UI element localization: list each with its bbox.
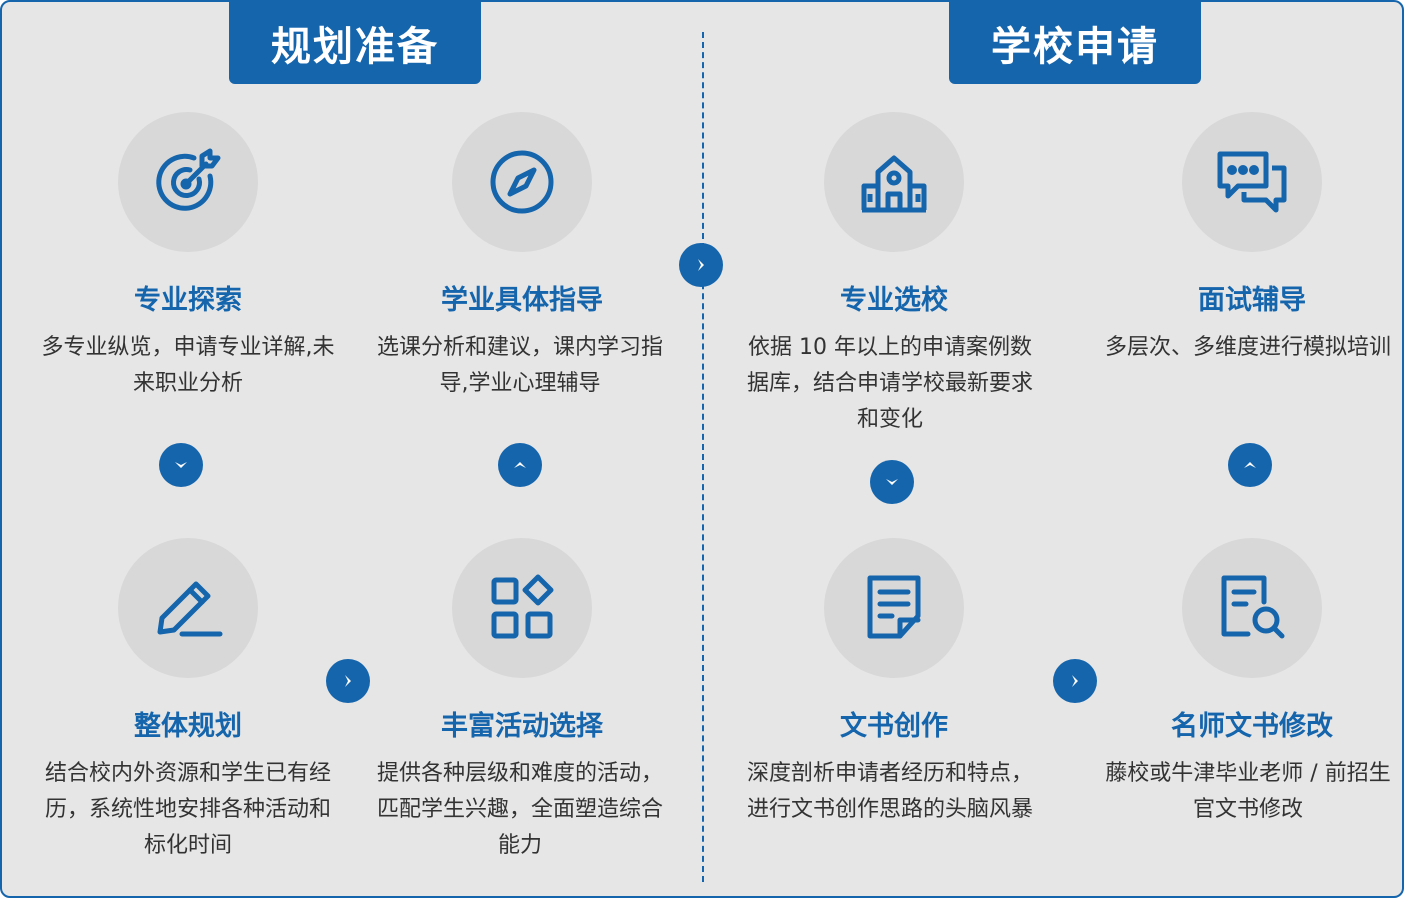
- arrow-right-icon: [1053, 659, 1097, 703]
- arrow-down-icon: [159, 443, 203, 487]
- document-icon: [867, 575, 921, 639]
- arrow-down-icon: [870, 460, 914, 504]
- section-tab-application: 学校申请: [949, 2, 1201, 84]
- step-3-desc: 结合校内外资源和学生已有经历，系统性地安排各种活动和标化时间: [44, 761, 331, 858]
- step-2-title: 学业具体指导: [441, 285, 603, 316]
- step-1-icon-circle: [118, 112, 258, 252]
- step-6-title: 面试辅导: [1198, 285, 1306, 316]
- section-tab-planning: 规划准备: [229, 2, 481, 84]
- step-1-desc: 多专业纵览，申请专业详解,未来职业分析: [41, 335, 335, 396]
- compass-icon: [490, 150, 554, 214]
- step-8-title: 名师文书修改: [1171, 711, 1333, 742]
- step-6-icon-circle: [1182, 112, 1322, 252]
- step-1-title: 专业探索: [134, 285, 242, 316]
- step-7-title: 文书创作: [840, 711, 948, 742]
- arrow-right-icon: [326, 659, 370, 703]
- step-8-icon-circle: [1182, 538, 1322, 678]
- section-divider: [702, 32, 704, 882]
- step-4-icon-circle: [452, 538, 592, 678]
- step-2-desc: 选课分析和建议，课内学习指导,学业心理辅导: [376, 335, 663, 396]
- step-4-desc: 提供各种层级和难度的活动，匹配学生兴趣，全面塑造综合能力: [376, 761, 663, 858]
- step-2-icon-circle: [452, 112, 592, 252]
- step-4-title: 丰富活动选择: [441, 711, 603, 742]
- arrow-up-icon: [1228, 443, 1272, 487]
- step-6-desc: 多层次、多维度进行模拟培训: [1104, 335, 1391, 360]
- step-3-icon-circle: [118, 538, 258, 678]
- pencil-icon: [157, 581, 223, 637]
- step-5-icon-circle: [824, 112, 964, 252]
- school-icon: [861, 155, 927, 213]
- arrow-up-icon: [498, 443, 542, 487]
- step-5-title: 专业选校: [840, 285, 948, 316]
- target-icon: [156, 148, 221, 211]
- arrow-right-icon: [679, 243, 723, 287]
- chat-icon: [1217, 151, 1287, 213]
- search-document-icon: [1221, 575, 1285, 639]
- apps-icon: [491, 574, 554, 639]
- step-7-icon-circle: [824, 538, 964, 678]
- step-8-desc: 藤校或牛津毕业老师 / 前招生官文书修改: [1105, 761, 1391, 822]
- step-7-desc: 深度剖析申请者经历和特点，进行文书创作思路的头脑风暴: [746, 761, 1033, 822]
- step-5-desc: 依据 10 年以上的申请案例数据库，结合申请学校最新要求和变化: [746, 335, 1033, 432]
- step-3-title: 整体规划: [134, 711, 242, 742]
